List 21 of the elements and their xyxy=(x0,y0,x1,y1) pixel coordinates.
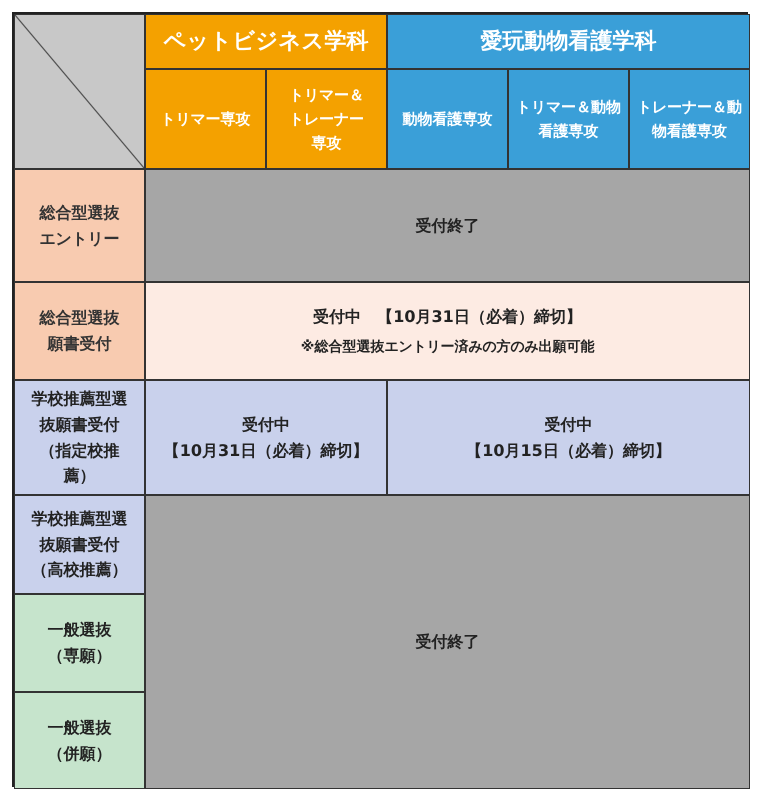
department-header: 愛玩動物看護学科 xyxy=(480,28,656,56)
status-text: 受付終了 xyxy=(416,631,480,654)
status-text: 受付中 xyxy=(544,414,592,436)
status-text: 【10月15日（必着）締切】 xyxy=(466,440,671,462)
department-header: ペットビジネス学科 xyxy=(164,28,368,56)
status-text: 受付中 xyxy=(242,414,290,436)
row-header: 総合型選抜願書受付 xyxy=(38,307,120,355)
major-header: トリマー＆動物看護専攻 xyxy=(515,97,622,142)
row-header: 総合型選抜エントリー xyxy=(38,202,120,250)
row-header: 一般選抜（専願） xyxy=(46,619,112,667)
status-text: ※総合型選抜エントリー済みの方のみ出願可能 xyxy=(300,338,594,357)
status-text: 【10月31日（必着）締切】 xyxy=(164,440,368,462)
row-header: 学校推薦型選抜願書受付（指定校推薦） xyxy=(30,388,128,488)
status-text: 受付終了 xyxy=(416,214,480,237)
row-header: 学校推薦型選抜願書受付（高校推薦） xyxy=(30,508,128,582)
status-text: 受付中 【10月31日（必着）締切】 xyxy=(313,306,582,328)
major-header: トリマー＆トレーナー専攻 xyxy=(288,85,365,154)
major-header: 動物看護専攻 xyxy=(402,109,492,130)
major-header: トリマー専攻 xyxy=(160,109,250,130)
row-header: 一般選抜（併願） xyxy=(46,716,112,764)
major-header: トレーナー＆動物看護専攻 xyxy=(636,97,743,142)
